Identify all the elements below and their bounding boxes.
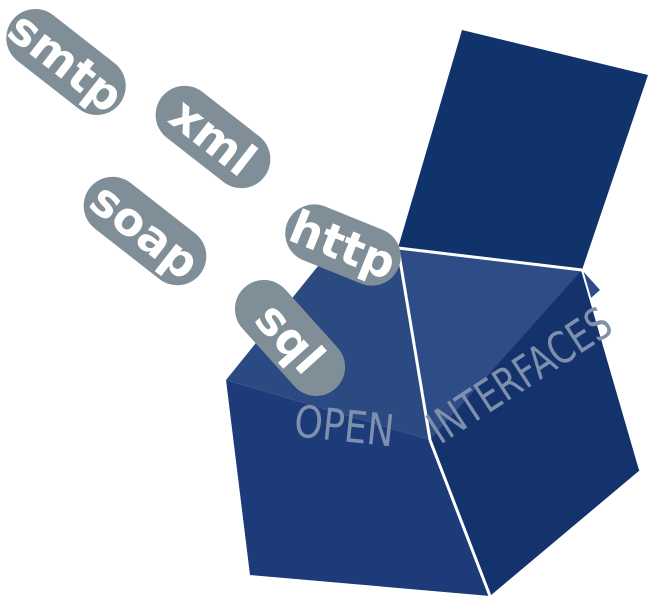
box-edge-right-top	[581, 269, 641, 471]
box-side-face	[430, 270, 640, 596]
box-edge-front-right	[428, 439, 492, 597]
protocol-pill-soap: soap	[80, 172, 210, 290]
box-inner-right-wall	[398, 248, 600, 440]
protocol-pill-smtp: smtp	[0, 1, 134, 124]
box-edge-vertical	[396, 247, 432, 441]
box-edge-lid-hinge	[397, 246, 583, 272]
box-front-label: OPEN	[292, 397, 397, 457]
box-front-face	[226, 380, 490, 596]
protocol-pill-xml: xml	[155, 85, 271, 189]
box-lid	[398, 30, 648, 270]
